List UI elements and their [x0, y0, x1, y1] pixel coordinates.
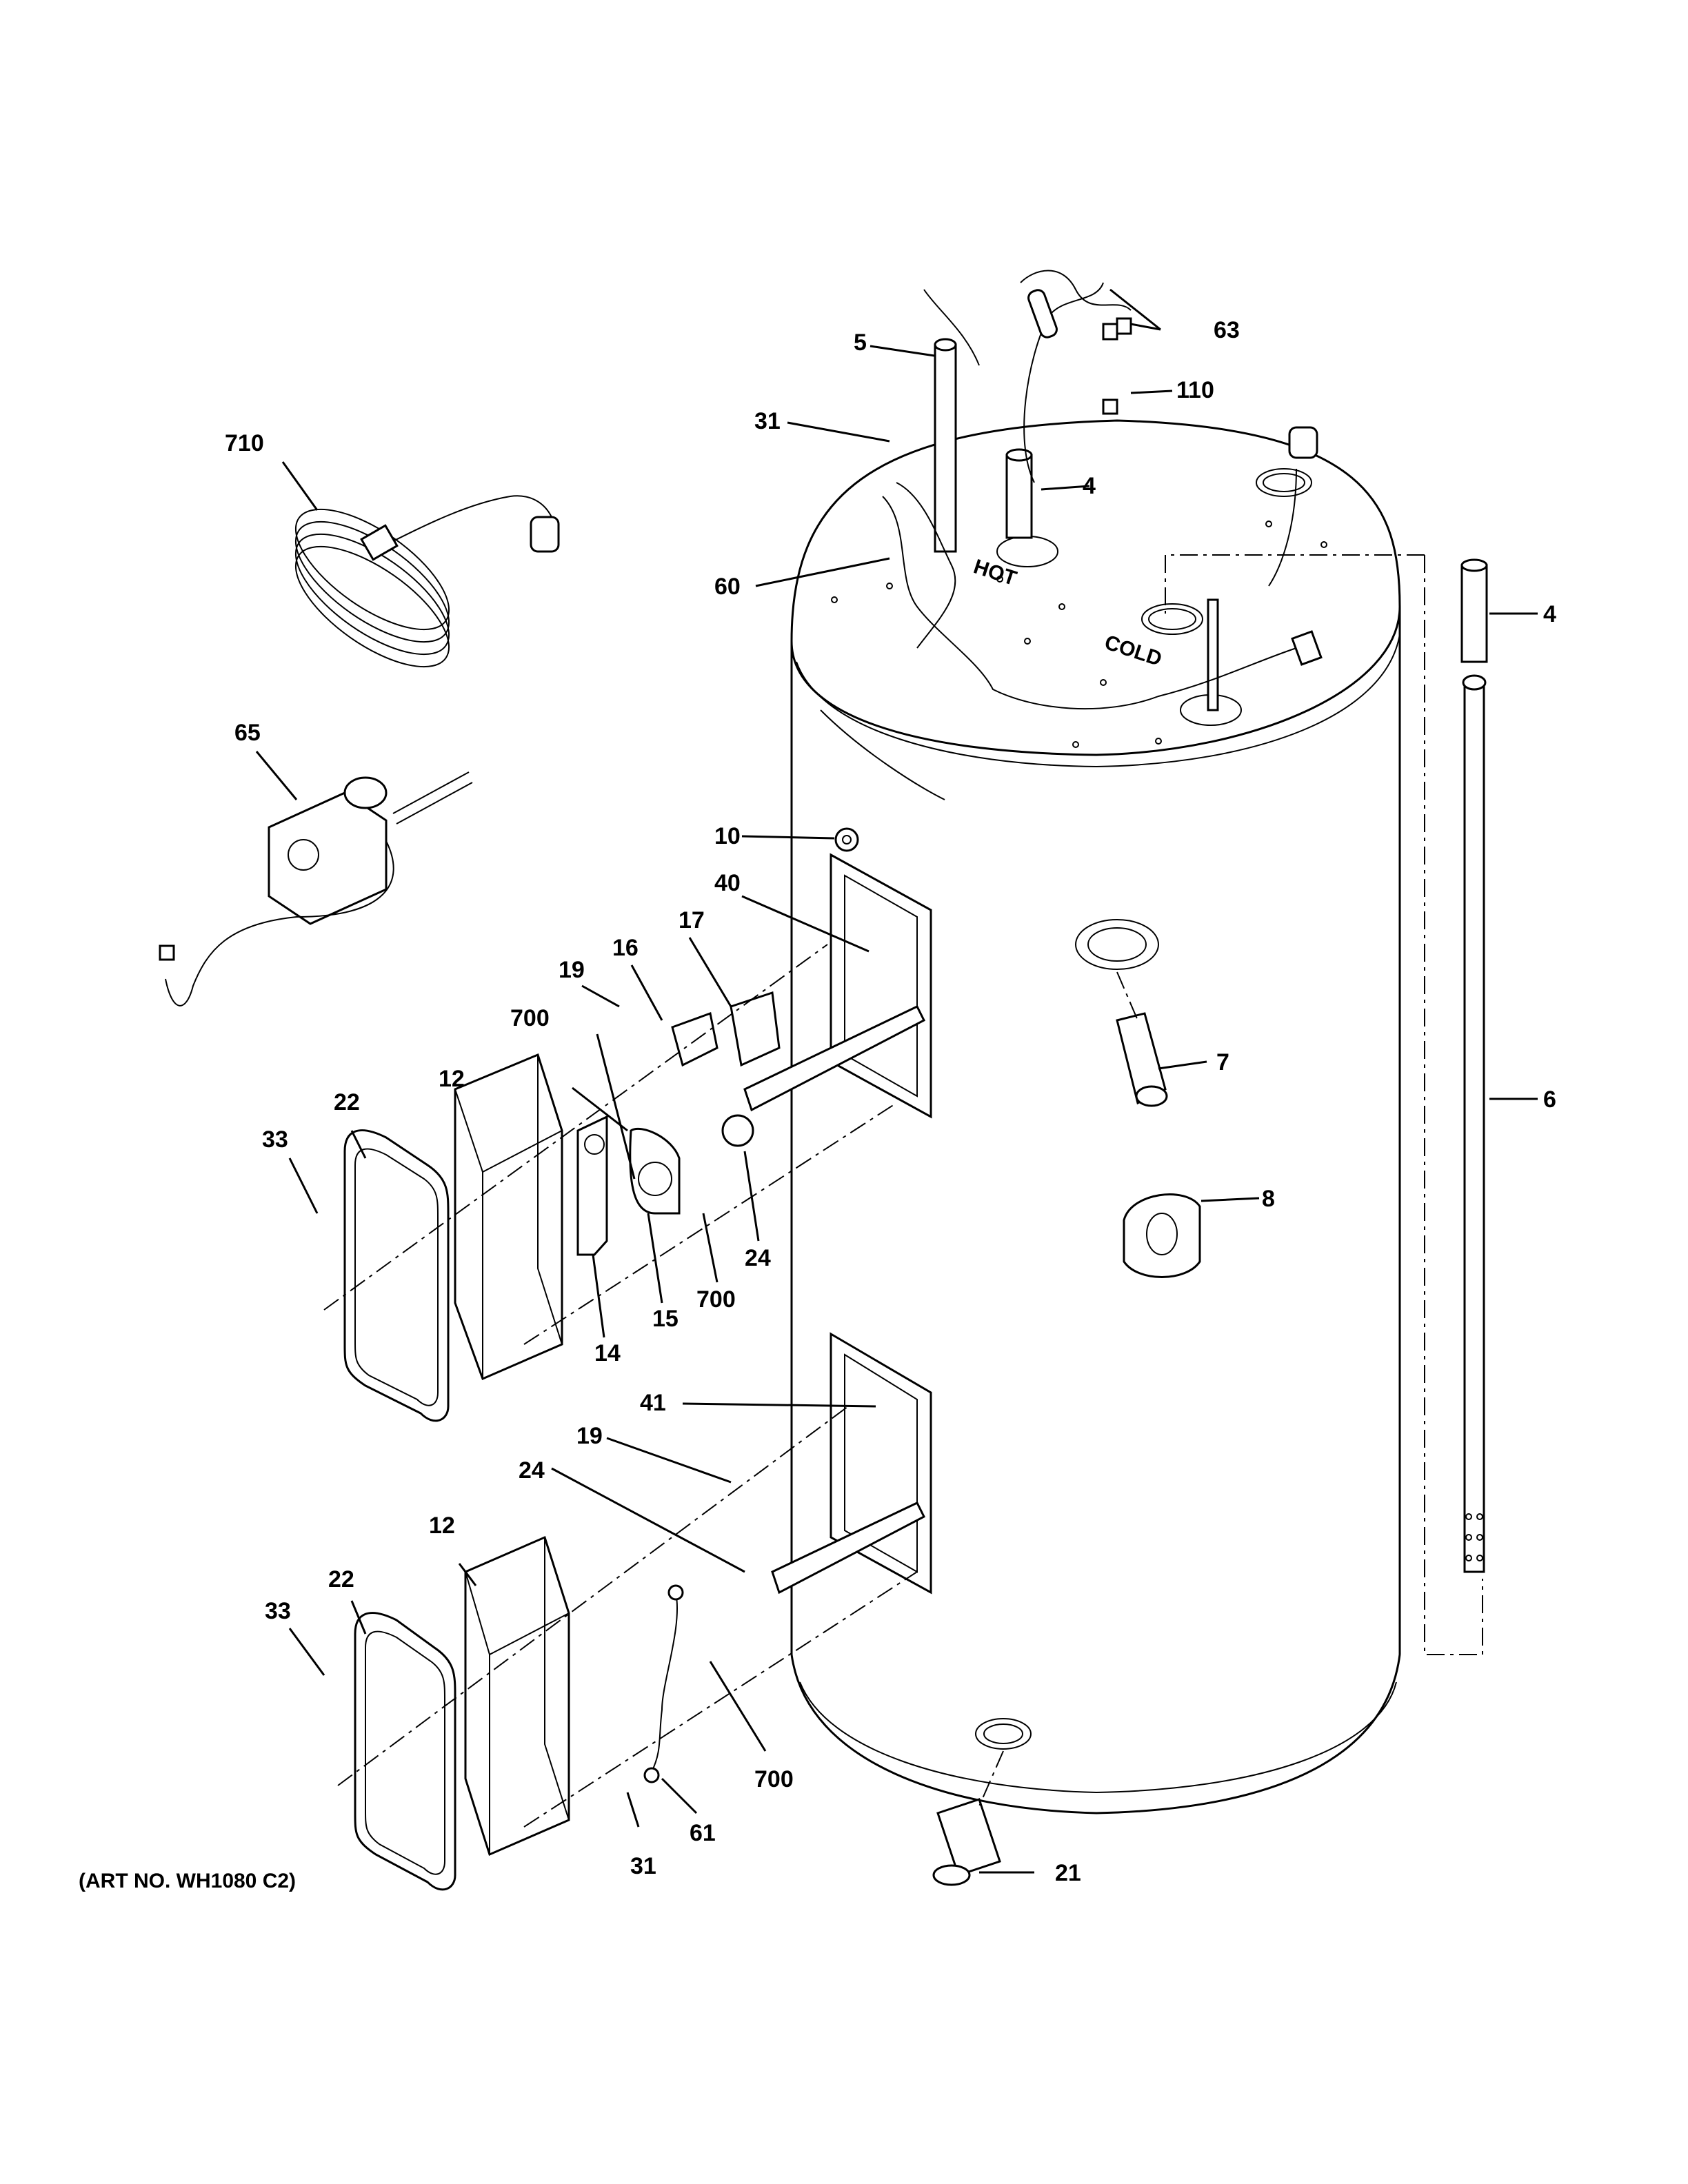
cover-upper-part: [343, 1129, 450, 1422]
callout-15: 15: [652, 1306, 679, 1332]
callout-19-upper: 19: [559, 957, 585, 983]
callout-12-upper: 12: [439, 1066, 465, 1092]
cover-lower-part: [354, 1612, 456, 1891]
callout-33-upper: 33: [262, 1126, 288, 1153]
power-cord-part: [294, 495, 560, 668]
ground-wire-part: [643, 1584, 684, 1783]
thermostat-part: [159, 771, 473, 1007]
callout-33-lower: 33: [265, 1598, 291, 1624]
assembly-lines: [323, 554, 1483, 1828]
art-number: (ART NO. WH1080 C2): [79, 1870, 296, 1892]
callout-31-lower: 31: [630, 1853, 656, 1879]
callout-700-upper-left: 700: [510, 1005, 550, 1031]
callout-6: 6: [1543, 1086, 1556, 1113]
callout-14: 14: [594, 1340, 621, 1366]
callout-41: 41: [640, 1390, 666, 1416]
callout-63: 63: [1214, 317, 1240, 343]
callout-17: 17: [679, 907, 705, 933]
callout-22-lower: 22: [328, 1566, 354, 1593]
callout-5: 5: [854, 330, 867, 356]
anode-rod-and-nipple: [1460, 558, 1488, 1573]
callout-21: 21: [1055, 1860, 1081, 1886]
callout-710: 710: [225, 430, 264, 456]
callout-700-upper-right: 700: [696, 1286, 736, 1313]
callout-22-upper: 22: [334, 1089, 360, 1115]
callout-24-lower: 24: [519, 1457, 545, 1484]
callout-65: 65: [234, 720, 261, 746]
callout-61: 61: [690, 1820, 716, 1846]
callout-700-lower: 700: [754, 1766, 794, 1792]
tank: COLD HOT: [743, 270, 1401, 1814]
callout-10: 10: [714, 823, 741, 849]
callout-8: 8: [1262, 1186, 1275, 1212]
callout-31-top: 31: [754, 408, 781, 434]
callout-110: 110: [1176, 377, 1214, 403]
insulation-upper-part: [454, 1053, 563, 1381]
misc-parts: [834, 827, 1201, 1886]
leader-lines: [255, 288, 1538, 1874]
callout-7: 7: [1216, 1049, 1229, 1075]
callout-labels: 63 5 110 31 710 4 60 4 65 10 40 17 16 19…: [79, 317, 1556, 1892]
callout-12-lower: 12: [429, 1513, 455, 1539]
callout-4-top: 4: [1083, 473, 1096, 499]
callout-24-upper: 24: [745, 1245, 771, 1271]
callout-40: 40: [714, 870, 741, 896]
callout-60: 60: [714, 574, 741, 600]
insulation-lower-part: [464, 1535, 570, 1857]
callout-16: 16: [612, 935, 639, 961]
upper-control-parts: [576, 991, 781, 1256]
callout-4-side: 4: [1543, 601, 1556, 627]
callout-19-lower: 19: [576, 1423, 603, 1449]
